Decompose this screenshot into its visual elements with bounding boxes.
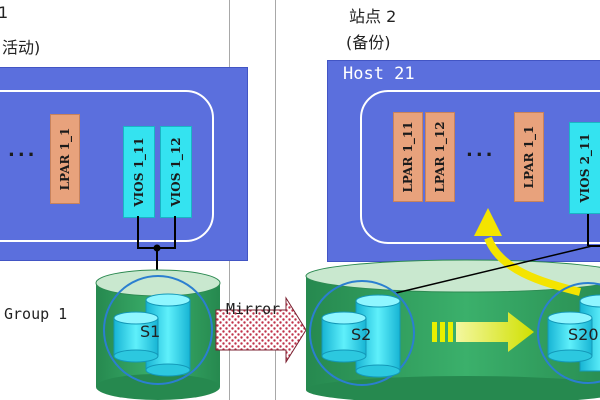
s2-disk-stack xyxy=(321,294,401,378)
s20-label: S20 xyxy=(568,325,599,344)
s20-disk-stack xyxy=(547,294,600,372)
host21-ellipsis: ... xyxy=(466,140,496,161)
connector-dot-left xyxy=(153,244,161,252)
group-label: Group 1 xyxy=(4,305,68,323)
host21-title: Host 21 xyxy=(343,64,415,84)
vios-1-12-box: VIOS 1_12 xyxy=(160,126,192,218)
site2-title: 站点 2 xyxy=(349,7,397,26)
failover-arrow xyxy=(484,236,581,296)
lpar-1-12-box: LPAR 1_12 xyxy=(425,112,455,202)
host1-ellipsis: ... xyxy=(8,140,38,161)
s1-highlight-ring xyxy=(103,275,213,385)
vios-1-11-box: VIOS 1_11 xyxy=(123,126,155,218)
vios-2-11-box: VIOS 2_11 xyxy=(569,122,600,214)
site2-boundary-line xyxy=(275,0,276,400)
s1-label: S1 xyxy=(140,322,161,341)
site1-status: 活动) xyxy=(2,38,41,57)
failover-arrowhead xyxy=(474,208,502,236)
replication-arrow xyxy=(432,312,534,352)
mirror-label: Mirror xyxy=(226,300,281,318)
lpar-1-11-box: LPAR 1_11 xyxy=(393,112,423,202)
site2-status: (备份) xyxy=(346,33,391,52)
s2-label: S2 xyxy=(351,325,372,344)
mirror-arrow xyxy=(215,296,307,364)
s2-highlight-ring xyxy=(309,280,415,386)
s2-link-line xyxy=(395,245,593,294)
lpar-1-1-box: LPAR 1_1 xyxy=(50,114,80,204)
site1-title: 1 xyxy=(0,3,9,22)
host21-partition-area xyxy=(360,90,600,244)
lpar-1-1-remote-box: LPAR 1_1 xyxy=(514,112,544,202)
s1-disk-stack xyxy=(113,293,191,377)
host1-partition-area xyxy=(0,90,214,242)
s20-highlight-ring xyxy=(537,282,600,384)
